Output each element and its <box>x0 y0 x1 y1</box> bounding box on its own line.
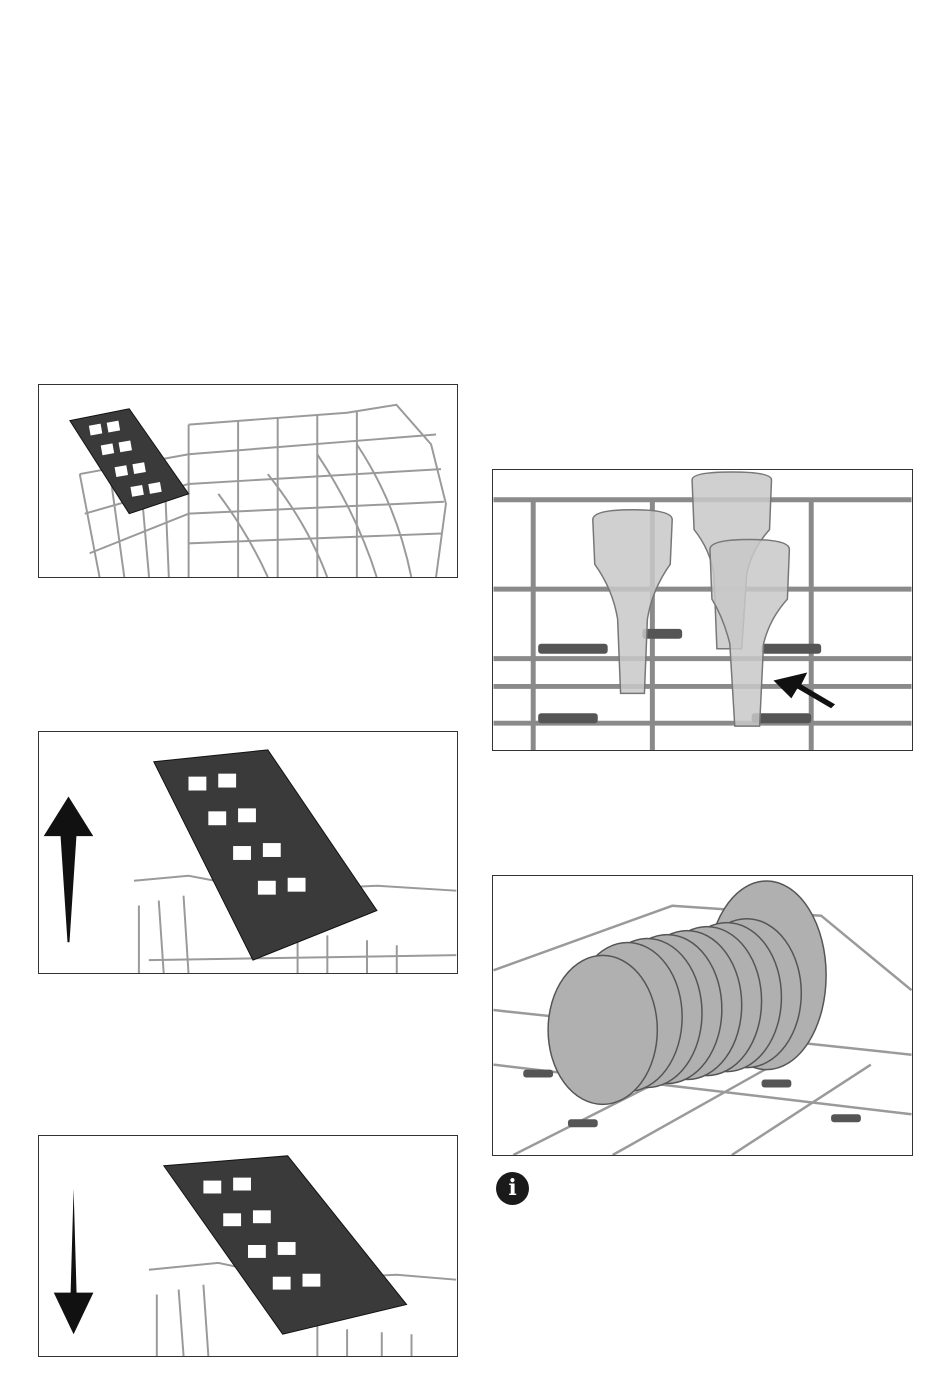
arrow-down-icon <box>54 1189 94 1335</box>
rack-lowered-illustration <box>39 1136 457 1356</box>
foldable-rack <box>70 409 189 514</box>
upper-basket-illustration <box>39 385 457 577</box>
glasses-illustration <box>493 470 912 750</box>
figure-plates-in-basket <box>492 875 913 1156</box>
plates-illustration <box>493 876 912 1155</box>
figure-glasses-on-holder <box>492 469 913 751</box>
figure-rack-lowered <box>38 1135 458 1357</box>
rack-raised-illustration <box>39 732 457 973</box>
stacked-plates <box>548 881 826 1104</box>
pointer-arrow-icon <box>773 673 835 709</box>
info-icon: i <box>496 1172 529 1205</box>
glass-holder-clips <box>538 629 821 723</box>
figure-upper-basket <box>38 384 458 578</box>
figure-rack-raised <box>38 731 458 974</box>
arrow-up-icon <box>44 796 94 942</box>
